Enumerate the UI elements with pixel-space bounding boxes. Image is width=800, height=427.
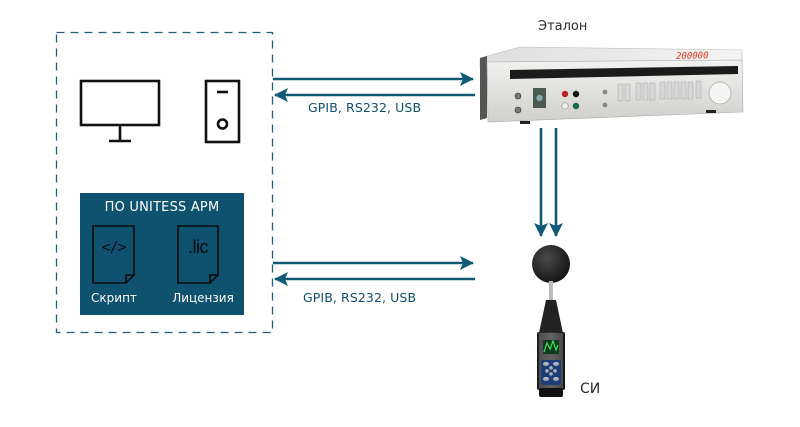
license-file-icon bbox=[177, 225, 219, 284]
connection-label-reference: GPIB, RS232, USB bbox=[308, 100, 422, 115]
instrument-device-label: СИ bbox=[580, 381, 601, 397]
connection-label-instrument: GPIB, RS232, USB bbox=[303, 290, 417, 305]
workstation-frame bbox=[55, 31, 274, 334]
reference-device-label: Эталон bbox=[538, 19, 588, 34]
pc-tower-icon bbox=[204, 79, 241, 144]
monitor-icon bbox=[79, 79, 161, 143]
code-file-icon bbox=[92, 225, 135, 284]
license-glyph: .lic bbox=[188, 237, 209, 257]
script-label: Скрипт bbox=[91, 291, 137, 305]
code-glyph: </> bbox=[101, 238, 126, 256]
license-label: Лицензия bbox=[172, 291, 234, 305]
instrument-device-image bbox=[532, 245, 570, 397]
software-box-title: ПО UNITESS АРМ bbox=[104, 200, 220, 215]
reference-display-value: 200000 bbox=[676, 51, 709, 62]
software-box bbox=[80, 193, 244, 315]
reference-device-image: 200000 bbox=[479, 46, 744, 124]
